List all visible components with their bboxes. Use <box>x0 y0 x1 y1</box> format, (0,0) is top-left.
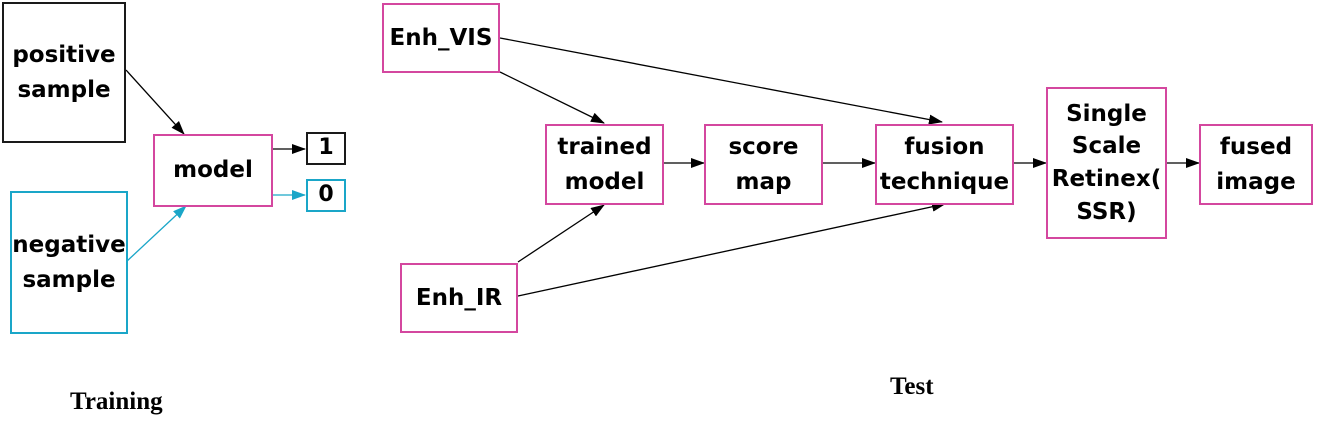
arrow-positive-to-model <box>125 69 185 135</box>
training-caption: Training <box>70 388 163 415</box>
ssr-box: Single Scale Retinex( SSR) <box>1046 87 1167 239</box>
trained-model-label: trained model <box>557 134 652 195</box>
fusion-technique-label: fusion technique <box>879 134 1010 195</box>
output-zero-label: 0 <box>318 182 334 208</box>
model-box: model <box>153 134 273 207</box>
output-one-label: 1 <box>318 135 334 161</box>
fused-image-box: fused image <box>1199 124 1313 205</box>
enh-ir-box: Enh_IR <box>400 263 518 333</box>
ssr-label: Single Scale Retinex( SSR) <box>1051 100 1162 225</box>
score-map-label: score map <box>728 134 799 195</box>
arrow-vis-to-fusion <box>499 37 943 125</box>
enh-vis-box: Enh_VIS <box>382 3 500 73</box>
output-zero-box: 0 <box>306 179 346 212</box>
negative-sample-label: negative sample <box>12 232 126 293</box>
model-label: model <box>173 157 253 184</box>
arrow-ir-to-trained-model <box>517 204 605 263</box>
enh-vis-label: Enh_VIS <box>389 24 493 51</box>
positive-sample-label: positive sample <box>12 42 116 103</box>
enh-ir-label: Enh_IR <box>415 284 503 311</box>
fusion-technique-box: fusion technique <box>875 124 1014 205</box>
trained-model-box: trained model <box>545 124 664 205</box>
arrow-negative-to-model <box>125 205 187 263</box>
arrow-vis-to-trained-model <box>499 71 605 124</box>
score-map-box: score map <box>704 124 823 205</box>
fused-image-label: fused image <box>1216 134 1296 195</box>
negative-sample-box: negative sample <box>10 191 128 334</box>
arrow-ir-to-fusion <box>517 201 946 297</box>
output-one-box: 1 <box>306 132 346 165</box>
positive-sample-box: positive sample <box>2 2 126 143</box>
test-caption: Test <box>890 373 934 400</box>
